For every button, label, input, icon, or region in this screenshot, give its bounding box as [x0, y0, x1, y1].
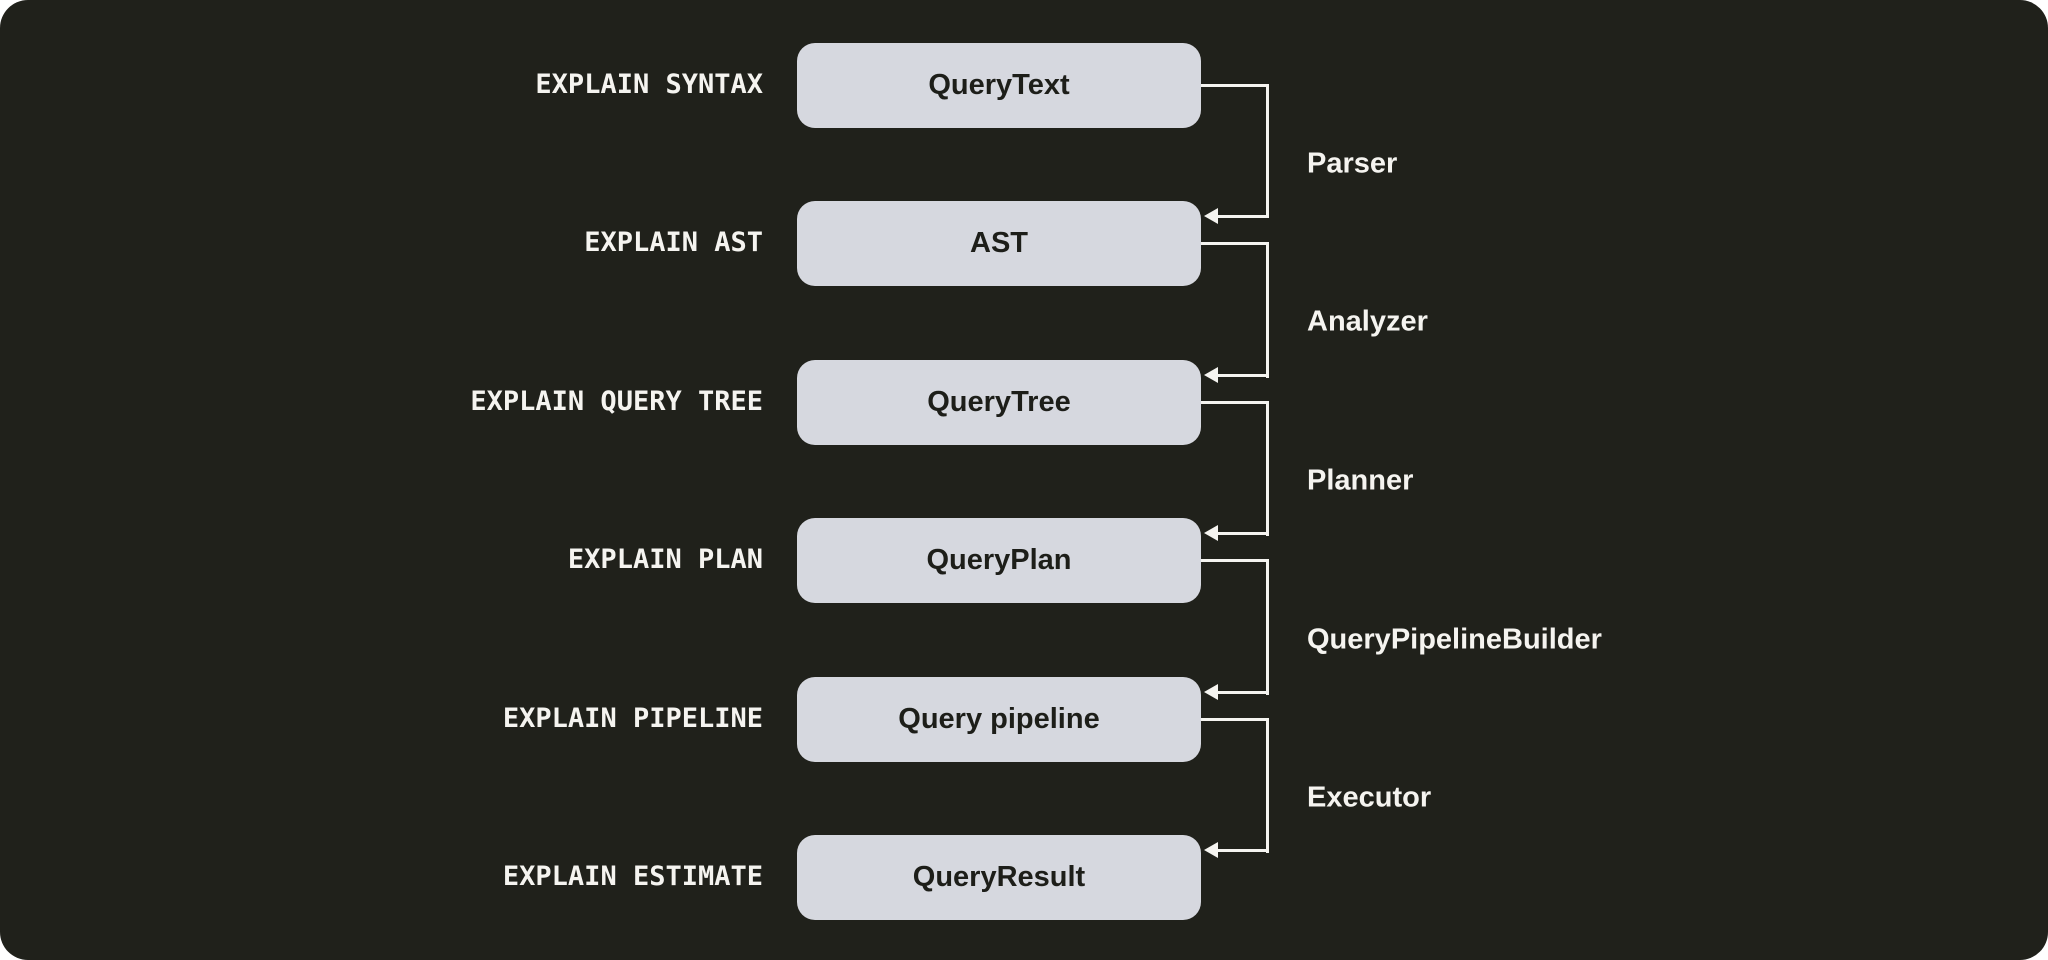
connector-line	[1217, 531, 1269, 535]
explain-command-label-ast: EXPLAIN AST	[584, 227, 763, 258]
stage-box-label-queryplan: QueryPlan	[926, 544, 1072, 576]
transition-label-analyzer: Analyzer	[1307, 305, 1428, 338]
explain-command-label-syntax: EXPLAIN SYNTAX	[535, 69, 763, 100]
connector-line	[1201, 717, 1269, 721]
arrow-left-icon	[1204, 208, 1218, 224]
arrow-left-icon	[1204, 684, 1218, 700]
connector-line	[1201, 83, 1269, 87]
stage-box-ast: AST	[797, 201, 1201, 286]
transition-label-executor: Executor	[1307, 781, 1432, 814]
connector-line	[1266, 241, 1269, 378]
connector-line	[1201, 241, 1269, 245]
explain-command-label-estimate: EXPLAIN ESTIMATE	[502, 861, 763, 892]
connector-line	[1217, 373, 1269, 377]
connector-line	[1217, 690, 1269, 694]
connector-line	[1217, 214, 1269, 218]
stage-box-label-queryresult: QueryResult	[912, 861, 1086, 893]
connector-line	[1266, 558, 1269, 695]
stage-box-query-pipeline: Query pipeline	[797, 677, 1201, 762]
stage-box-label-query-pipeline: Query pipeline	[898, 703, 1100, 735]
arrow-left-icon	[1204, 367, 1218, 383]
stage-box-label-ast: AST	[970, 227, 1028, 259]
arrow-left-icon	[1204, 525, 1218, 541]
stage-box-querytree: QueryTree	[797, 360, 1201, 445]
connector-line	[1266, 83, 1269, 218]
explain-command-label-plan: EXPLAIN PLAN	[567, 544, 763, 575]
connector-line	[1201, 558, 1269, 562]
connector-line	[1217, 848, 1269, 852]
connector-line	[1266, 717, 1269, 853]
stage-box-querytext: QueryText	[797, 43, 1201, 128]
transition-label-parser: Parser	[1307, 147, 1398, 180]
stage-box-label-querytext: QueryText	[928, 69, 1070, 101]
transition-label-planner: Planner	[1307, 464, 1414, 497]
transition-label-querypipelinebuilder: QueryPipelineBuilder	[1307, 623, 1602, 656]
stage-box-label-querytree: QueryTree	[927, 386, 1071, 418]
connector-line	[1266, 400, 1269, 536]
stage-box-queryresult: QueryResult	[797, 835, 1201, 920]
explain-command-label-query-tree: EXPLAIN QUERY TREE	[470, 386, 763, 417]
stage-box-queryplan: QueryPlan	[797, 518, 1201, 603]
arrow-left-icon	[1204, 842, 1218, 858]
connector-line	[1201, 400, 1269, 404]
explain-command-label-pipeline: EXPLAIN PIPELINE	[502, 703, 763, 734]
